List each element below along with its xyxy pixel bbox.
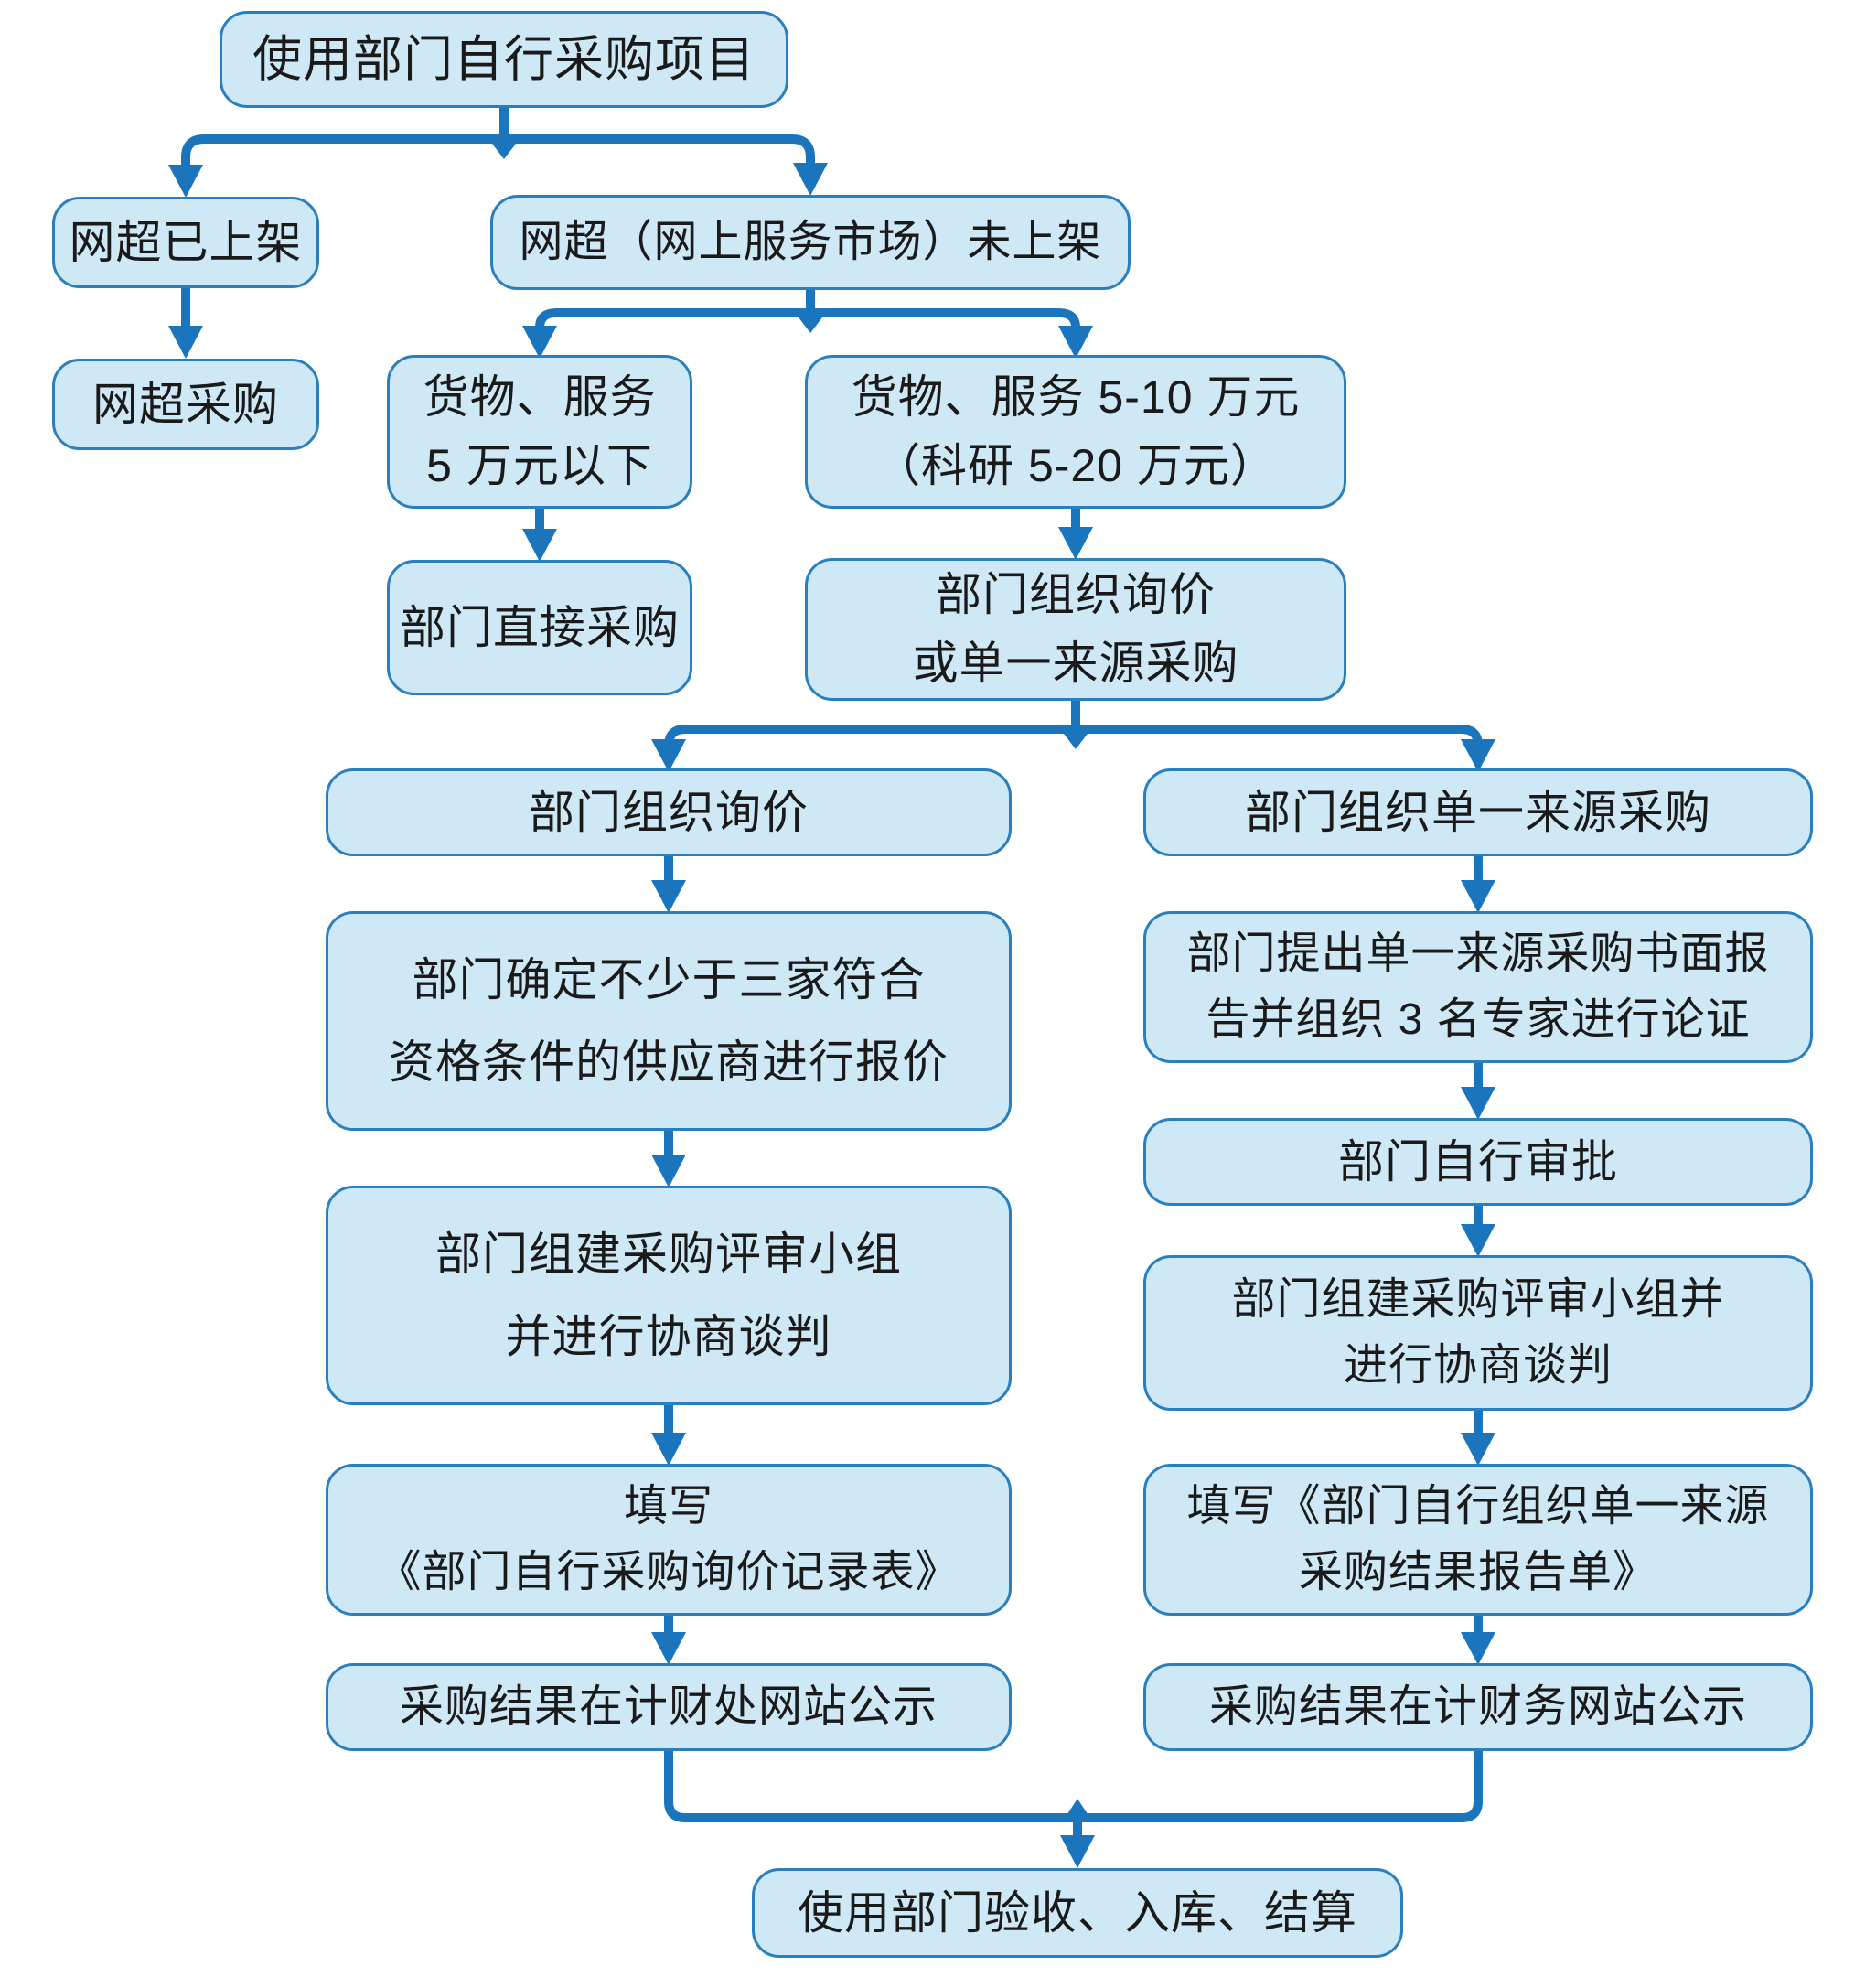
arrowhead-into-j bbox=[1461, 739, 1495, 772]
flow-node-inquiry-or-single-source: 部门组织询价 或单一来源采购 bbox=[805, 558, 1346, 701]
node-label: 或单一来源采购 bbox=[912, 638, 1239, 689]
flow-node-acceptance-settlement: 使用部门验收、入库、结算 bbox=[752, 1868, 1403, 1958]
node-label: 部门自行审批 bbox=[1338, 1135, 1618, 1187]
arrowhead-into-m bbox=[1461, 1087, 1495, 1120]
flow-node-fill-inquiry-record: 填写 《部门自行采购询价记录表》 bbox=[326, 1464, 1012, 1616]
flow-node-review-team-inquiry: 部门组建采购评审小组 并进行协商谈判 bbox=[326, 1186, 1012, 1405]
arrowhead-into-g bbox=[522, 529, 557, 562]
node-label: 部门直接采购 bbox=[400, 601, 680, 653]
connector-h-split bbox=[664, 725, 1483, 750]
arrowhead-into-l bbox=[1461, 880, 1495, 913]
arrowhead-into-i bbox=[651, 739, 686, 772]
joint-notch-h bbox=[1064, 734, 1088, 749]
arrowhead-into-b bbox=[168, 165, 203, 198]
flow-node-review-team-single-source: 部门组建采购评审小组并 进行协商谈判 bbox=[1143, 1255, 1813, 1411]
flow-node-online-mall-purchase: 网超采购 bbox=[52, 359, 319, 450]
arrowhead-into-e bbox=[522, 326, 557, 359]
flow-node-fill-single-source-result: 填写《部门自行组织单一来源 采购结果报告单》 bbox=[1143, 1464, 1813, 1616]
arrowhead-into-k bbox=[651, 880, 686, 913]
arrowhead-into-o bbox=[1461, 1224, 1495, 1257]
node-label: 部门组织单一来源采购 bbox=[1245, 786, 1711, 838]
arrowhead-into-t bbox=[1060, 1835, 1095, 1868]
joint-notch-c bbox=[799, 317, 822, 333]
connector-a-split bbox=[181, 134, 815, 170]
flow-node-goods-under-50k: 货物、服务 5 万元以下 bbox=[387, 355, 692, 509]
node-label: 货物、服务 5-10 万元 bbox=[851, 371, 1301, 423]
joint-notch-merge bbox=[1066, 1799, 1089, 1817]
arrowhead-into-h bbox=[1058, 527, 1093, 560]
node-label: 货物、服务 bbox=[423, 371, 657, 423]
arrowhead-into-q bbox=[1461, 1433, 1495, 1466]
arrowhead-into-d bbox=[168, 326, 203, 359]
flow-node-dept-self-approval: 部门自行审批 bbox=[1143, 1118, 1813, 1206]
flow-node-online-mall-not-listed: 网超（网上服务市场）未上架 bbox=[490, 195, 1131, 290]
flow-node-dept-single-source: 部门组织单一来源采购 bbox=[1143, 768, 1813, 856]
node-label: 部门提出单一来源采购书面报 bbox=[1186, 929, 1770, 978]
arrowhead-into-s bbox=[1461, 1632, 1495, 1665]
flow-node-publish-inquiry-result: 采购结果在计财处网站公示 bbox=[326, 1663, 1012, 1751]
node-label: 部门组建采购评审小组并 bbox=[1231, 1275, 1725, 1324]
flow-node-self-procurement-project: 使用部门自行采购项目 bbox=[220, 11, 788, 108]
arrowhead-into-r bbox=[651, 1632, 686, 1665]
flow-node-three-suppliers-quote: 部门确定不少于三家符合 资格条件的供应商进行报价 bbox=[326, 911, 1012, 1131]
node-label: 网超已上架 bbox=[69, 216, 303, 268]
joint-notch-a bbox=[492, 144, 516, 159]
connector-c-split bbox=[535, 308, 1080, 328]
node-label: 采购结果报告单》 bbox=[1298, 1548, 1657, 1596]
flow-node-dept-direct-purchase: 部门直接采购 bbox=[387, 560, 692, 695]
node-label: 网超采购 bbox=[92, 378, 279, 430]
node-label: 部门组织询价 bbox=[529, 786, 809, 838]
node-label: 资格条件的供应商进行报价 bbox=[389, 1037, 949, 1088]
node-label: 部门组织询价 bbox=[936, 569, 1216, 620]
node-label: 部门组建采购评审小组 bbox=[435, 1229, 902, 1280]
arrowhead-into-n bbox=[651, 1155, 686, 1187]
node-label: 告并组织 3 名专家进行论证 bbox=[1206, 995, 1751, 1044]
node-label: 5 万元以下 bbox=[426, 440, 653, 491]
node-label: 采购结果在计财务网站公示 bbox=[1208, 1682, 1747, 1731]
node-label: 部门确定不少于三家符合 bbox=[412, 954, 926, 1005]
node-label: （科研 5-20 万元） bbox=[874, 440, 1277, 491]
arrowhead-into-f bbox=[1058, 326, 1093, 359]
flow-node-online-mall-listed: 网超已上架 bbox=[52, 197, 319, 288]
node-label: 并进行协商谈判 bbox=[505, 1311, 832, 1362]
arrowhead-into-p bbox=[651, 1433, 686, 1466]
node-label: 《部门自行采购询价记录表》 bbox=[377, 1548, 960, 1596]
node-label: 填写 bbox=[623, 1482, 713, 1531]
node-label: 使用部门验收、入库、结算 bbox=[798, 1886, 1357, 1939]
node-label: 填写《部门自行组织单一来源 bbox=[1186, 1482, 1770, 1531]
node-label: 网超（网上服务市场）未上架 bbox=[519, 218, 1102, 266]
node-label: 使用部门自行采购项目 bbox=[252, 31, 756, 87]
node-label: 进行协商谈判 bbox=[1343, 1341, 1613, 1390]
flow-node-goods-50k-100k: 货物、服务 5-10 万元 （科研 5-20 万元） bbox=[805, 355, 1346, 509]
flow-node-publish-single-source-result: 采购结果在计财务网站公示 bbox=[1143, 1663, 1813, 1751]
flow-node-single-source-report: 部门提出单一来源采购书面报 告并组织 3 名专家进行论证 bbox=[1143, 911, 1813, 1063]
flow-node-dept-inquiry: 部门组织询价 bbox=[326, 768, 1012, 856]
arrowhead-into-c bbox=[793, 163, 828, 196]
node-label: 采购结果在计财处网站公示 bbox=[399, 1682, 938, 1731]
